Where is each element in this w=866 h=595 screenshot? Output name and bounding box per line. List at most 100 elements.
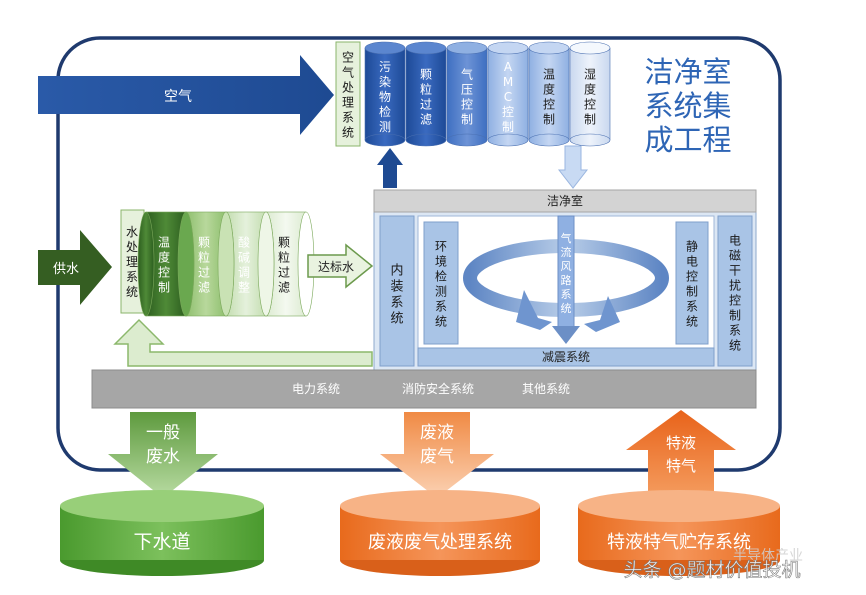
- waste-liquid-gas-arrow: [380, 412, 494, 498]
- water-module-char: 粒: [278, 250, 290, 265]
- utility-other: 其他系统: [522, 382, 570, 396]
- water-module-char: 控: [158, 266, 170, 280]
- airflow-system-char: 风: [561, 260, 572, 273]
- water-processor-char: 统: [126, 285, 138, 299]
- air-return-arrow: [377, 148, 403, 188]
- air-module-char: 控: [584, 98, 596, 112]
- water-input-label: 供水: [53, 262, 79, 277]
- emi-control-char: 统: [729, 339, 741, 353]
- environment-monitor-char: 环: [435, 240, 447, 254]
- air-processor-char: 理: [342, 96, 354, 110]
- interior-system-char: 内: [390, 262, 403, 278]
- water-module-char: 粒: [198, 250, 210, 265]
- water-module-char: 碱: [238, 251, 250, 265]
- airflow-ring-arrowhead-right: [584, 296, 620, 332]
- air-module-char: 温: [543, 68, 555, 82]
- water-module-char: 颗: [198, 236, 210, 250]
- water-processor-char: 处: [126, 240, 138, 254]
- water-module-char: 滤: [198, 281, 210, 295]
- static-control-char: 控: [686, 270, 698, 284]
- diagram-title-line-2: 系统集: [644, 89, 731, 123]
- air-module-char: M: [503, 75, 513, 89]
- waste-water-arrow: [108, 412, 218, 498]
- environment-monitor-char: 统: [435, 315, 447, 329]
- water-module-char: 温: [158, 236, 170, 250]
- water-processor-char: 系: [126, 270, 138, 284]
- watermark-secondary: 半导体产业: [733, 548, 803, 564]
- waste-liquid-gas-label-line-1: 废液: [420, 423, 454, 443]
- air-module-char: 制: [461, 113, 473, 127]
- air-module-char: 制: [584, 113, 596, 127]
- air-module-char: 控: [461, 98, 473, 112]
- water-module-char: 调: [238, 266, 250, 280]
- air-module-char: 制: [502, 120, 514, 134]
- environment-monitor-char: 测: [435, 285, 447, 299]
- airflow-system-char: 统: [561, 302, 572, 315]
- waste-liquid-gas-label-line-2: 废气: [420, 447, 454, 467]
- air-processor-char: 系: [342, 111, 354, 125]
- waste-water-label-line-1: 一般: [146, 423, 180, 443]
- special-liquid-gas-arrow: [626, 410, 736, 494]
- water-module-char: 整: [238, 280, 250, 295]
- air-module-char: 压: [461, 83, 473, 97]
- emi-control-char: 电: [729, 234, 741, 248]
- water-recycle-arrow-path: [113, 318, 373, 367]
- air-module-char: 滤: [420, 113, 432, 127]
- special-storage-label: 特液特气贮存系统: [607, 532, 751, 553]
- waste-water-label-line-2: 废水: [146, 447, 180, 467]
- environment-monitor-char: 境: [435, 254, 447, 269]
- emi-control-char: 控: [729, 294, 741, 308]
- airflow-column-arrowhead: [552, 326, 580, 344]
- airflow-system-char: 路: [561, 274, 572, 287]
- air-module-char: 度: [543, 82, 555, 97]
- air-processor-char: 统: [342, 126, 354, 140]
- static-control-char: 统: [686, 315, 698, 329]
- air-input-arrow: [38, 55, 334, 135]
- cleanroom-header: [373, 189, 757, 213]
- environment-monitor-box: [423, 221, 459, 345]
- water-input-arrow: [38, 230, 112, 305]
- vibration-bar: [417, 347, 715, 367]
- static-control-char: 系: [686, 300, 698, 314]
- emi-control-char: 磁: [729, 248, 741, 263]
- water-module-char: 滤: [278, 281, 290, 295]
- interior-system-char: 统: [390, 311, 403, 326]
- environment-monitor-char: 系: [435, 300, 447, 314]
- air-processor-char: 处: [342, 81, 354, 95]
- diagram-title-line-3: 成工程: [644, 123, 731, 157]
- airflow-ring-arrowhead-left: [516, 290, 552, 330]
- utility-power: 电力系统: [292, 382, 340, 396]
- water-module-char: 度: [158, 250, 170, 265]
- static-control-char: 制: [686, 285, 698, 299]
- emi-control-char: 干: [729, 264, 741, 278]
- static-control-char: 电: [686, 255, 698, 269]
- sewer-disk: 下水道: [60, 490, 264, 576]
- air-module-char: 湿: [584, 67, 596, 82]
- diagram-title-line-1: 洁净室: [644, 55, 731, 89]
- air-module-char: 过: [420, 98, 432, 112]
- air-module-char: A: [504, 60, 513, 74]
- air-input-label: 空气: [164, 89, 192, 105]
- air-module-char: 污: [379, 60, 391, 74]
- interior-system-char: 装: [390, 279, 403, 294]
- airflow-system-char: 流: [561, 245, 572, 259]
- airflow-system-char: 气: [561, 231, 572, 245]
- air-module-char: 物: [379, 90, 391, 104]
- air-module-char: 制: [543, 113, 555, 127]
- air-processor-char: 空: [342, 51, 354, 65]
- air-supply-arrow: [557, 145, 589, 189]
- utilities-bar: [91, 369, 757, 409]
- emi-control-char: 扰: [729, 279, 741, 293]
- interior-system-box: [379, 215, 415, 367]
- special-liquid-gas-label-line-2: 特气: [666, 457, 696, 475]
